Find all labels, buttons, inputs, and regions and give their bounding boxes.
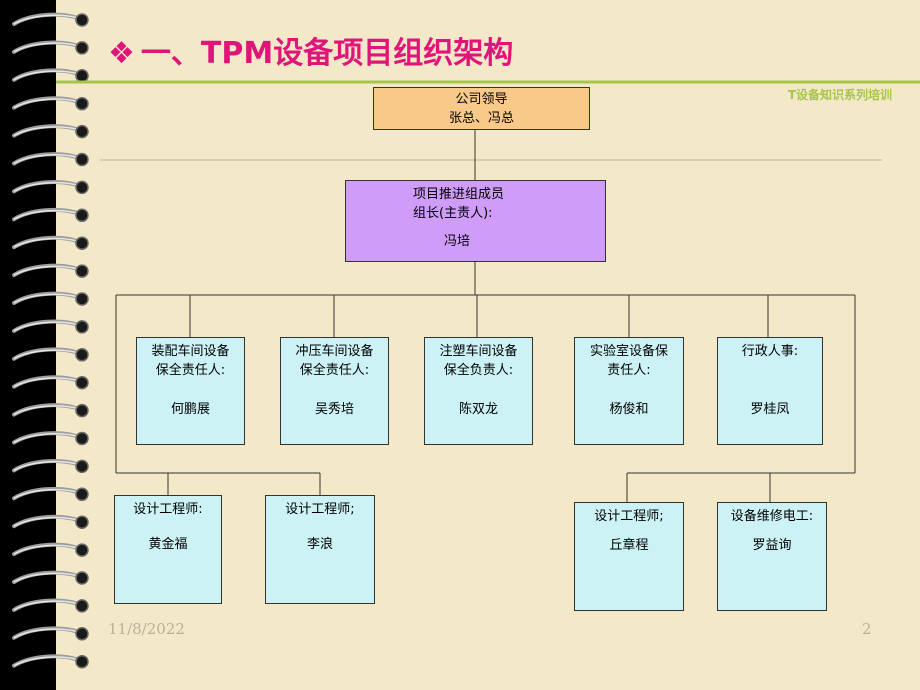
node-role: 设备维修电工: (730, 509, 814, 524)
spiral-ring (12, 180, 89, 195)
org-node-dept-stamping: 冲压车间设备 保全责任人: 吴秀培 (280, 337, 389, 445)
node-role (718, 361, 822, 380)
spiral-ring (12, 152, 89, 167)
spiral-ring (12, 626, 89, 641)
org-node-dept-admin: 行政人事: 罗桂凤 (717, 337, 823, 445)
slide-subtitle: T设备知识系列培训 (787, 88, 892, 102)
node-name: 吴秀培 (314, 402, 354, 417)
node-role: 保全责任人: (155, 363, 226, 378)
spiral-ring (12, 40, 89, 55)
spiral-ring (12, 347, 89, 362)
node-title: 实验室设备保 (589, 344, 668, 359)
spiral-ring (12, 514, 89, 529)
spiral-ring (12, 542, 89, 557)
org-node-project-lead: 项目推进组成员 组长(主责人): 冯培 (345, 180, 606, 262)
org-node-sub-designer-3: 设计工程师; 丘章程 (574, 502, 684, 611)
node-names: 张总、冯总 (448, 111, 514, 126)
spiral-ring (12, 403, 89, 418)
node-name: 陈双龙 (458, 402, 498, 417)
spiral-ring (12, 291, 89, 306)
org-node-dept-assembly: 装配车间设备 保全责任人: 何鹏展 (136, 337, 245, 445)
spiral-ring (12, 319, 89, 334)
node-role: 保全责任人: (299, 363, 370, 378)
spiral-ring (12, 263, 89, 278)
node-name: 何鹏展 (170, 402, 210, 417)
slide-title: ❖一、TPM设备项目组织架构 (108, 28, 513, 72)
org-node-sub-designer-2: 设计工程师; 李浪 (265, 495, 375, 604)
spiral-ring (12, 96, 89, 111)
spiral-ring (12, 68, 89, 83)
node-role: 责任人: (607, 363, 651, 378)
org-node-sub-designer-1: 设计工程师: 黄金福 (114, 495, 222, 604)
node-title: 装配车间设备 (151, 344, 230, 359)
node-name: 丘章程 (609, 538, 649, 553)
org-node-dept-injection: 注塑车间设备 保全负责人: 陈双龙 (424, 337, 533, 445)
spiral-ring (12, 124, 89, 139)
spiral-ring (12, 431, 89, 446)
node-name: 罗桂凤 (750, 402, 790, 417)
node-role: 保全负责人: (443, 363, 514, 378)
diamond-bullet-icon: ❖ (108, 36, 135, 71)
spiral-ring (12, 12, 89, 27)
node-name: 罗益询 (752, 538, 792, 553)
spiral-ring (12, 207, 89, 223)
spiral-ring (12, 375, 89, 390)
slide-page-number: 2 (862, 620, 872, 638)
spiral-ring (12, 570, 89, 585)
node-title: 注塑车间设备 (439, 344, 518, 359)
org-node-dept-lab: 实验室设备保 责任人: 杨俊和 (574, 337, 684, 445)
node-role: 设计工程师; (594, 509, 664, 524)
node-name: 黄金福 (148, 537, 188, 552)
slide-title-text: 一、TPM设备项目组织架构 (140, 36, 514, 71)
node-role: 设计工程师: (133, 502, 203, 517)
spiral-ring (12, 654, 89, 669)
node-role: 设计工程师; (285, 502, 355, 517)
slide-date: 11/8/2022 (108, 620, 185, 638)
node-name: 李浪 (306, 537, 333, 552)
node-title: 项目推进组成员 (413, 187, 505, 202)
spiral-rings (12, 12, 89, 669)
node-title: 行政人事: (741, 344, 799, 359)
node-title: 公司领导 (455, 92, 508, 107)
spiral-ring (12, 486, 89, 502)
node-name: 杨俊和 (609, 402, 649, 417)
node-role: 组长(主责人): (413, 206, 493, 221)
spiral-ring (12, 235, 89, 250)
node-name: 冯培 (444, 234, 471, 249)
org-node-sub-electrician: 设备维修电工: 罗益询 (717, 502, 827, 611)
node-title: 冲压车间设备 (295, 344, 374, 359)
org-node-company-leaders: 公司领导 张总、冯总 (373, 87, 590, 130)
spiral-ring (12, 598, 89, 613)
spiral-ring (12, 459, 89, 474)
